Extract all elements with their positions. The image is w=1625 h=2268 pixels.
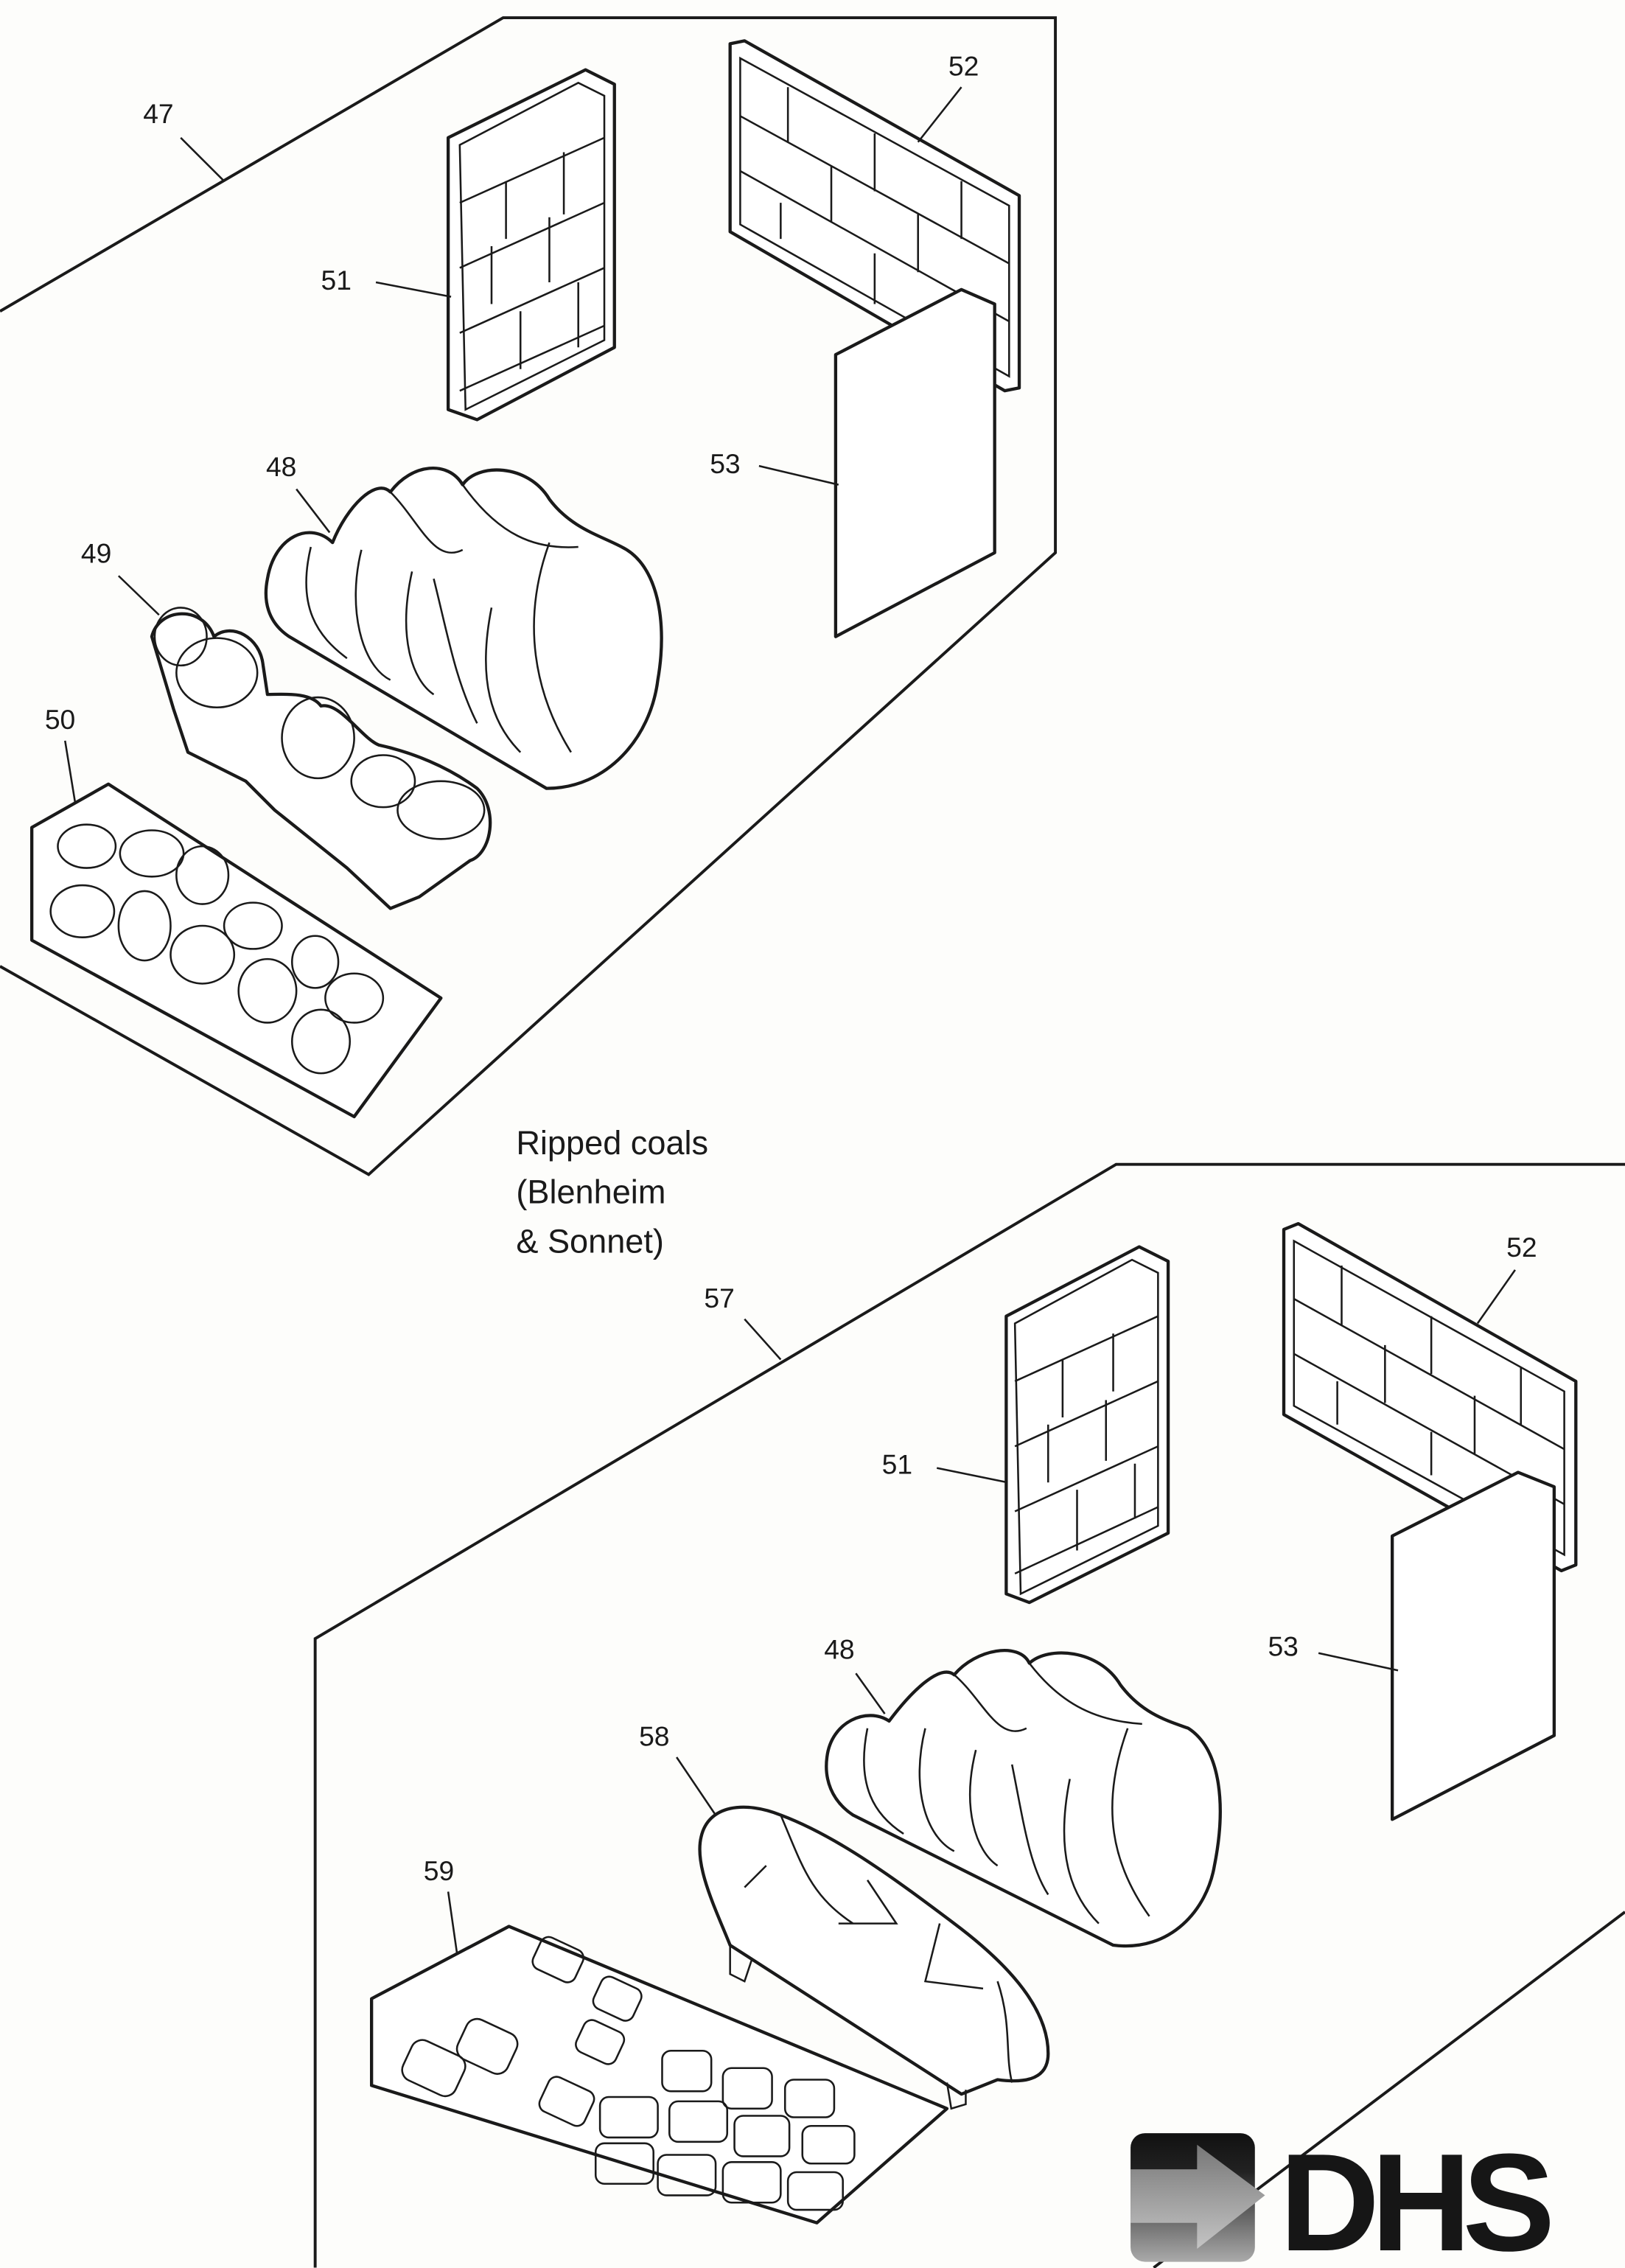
label-53: 53	[1268, 1631, 1298, 1662]
coals-tray	[30, 782, 443, 1119]
leader-lines	[447, 1269, 1516, 1953]
side-plain-panel	[834, 287, 996, 638]
label-58: 58	[639, 1720, 669, 1751]
logo-text: DHS	[1279, 2125, 1550, 2268]
bottom-assembly: 57 52 51 53 48 58 59	[313, 1162, 1625, 2268]
label-51: 51	[882, 1449, 912, 1480]
coals-tray	[370, 1925, 949, 2225]
label-52: 52	[1506, 1232, 1537, 1263]
side-brick-panel	[1004, 1245, 1170, 1605]
label-52: 52	[948, 51, 979, 82]
label-50: 50	[45, 704, 75, 735]
front-log	[150, 607, 492, 910]
fuel-bed	[825, 1649, 1222, 1948]
assembly-outline	[0, 16, 1058, 1176]
label-53: 53	[710, 448, 740, 479]
label-59: 59	[424, 1855, 454, 1886]
caption-line-3: & Sonnet)	[516, 1222, 664, 1260]
side-plain-panel	[1391, 1470, 1556, 1821]
fuel-bed	[264, 467, 663, 790]
label-48: 48	[266, 451, 296, 482]
leader-lines	[64, 86, 962, 803]
label-49: 49	[81, 538, 111, 569]
caption-line-1: Ripped coals	[516, 1124, 708, 1162]
side-brick-panel	[446, 68, 616, 422]
top-assembly: 47 51 52 53 48 49 50	[0, 16, 1058, 1176]
label-48: 48	[824, 1634, 854, 1665]
assembly-outline	[313, 1162, 1625, 2268]
label-51: 51	[321, 265, 352, 296]
label-57: 57	[704, 1283, 734, 1313]
caption: Ripped coals (Blenheim & Sonnet)	[516, 1124, 708, 1260]
label-47: 47	[143, 98, 173, 129]
front-log	[698, 1805, 1050, 2110]
caption-line-2: (Blenheim	[516, 1173, 665, 1211]
dhs-logo: DHS	[1130, 2125, 1559, 2268]
